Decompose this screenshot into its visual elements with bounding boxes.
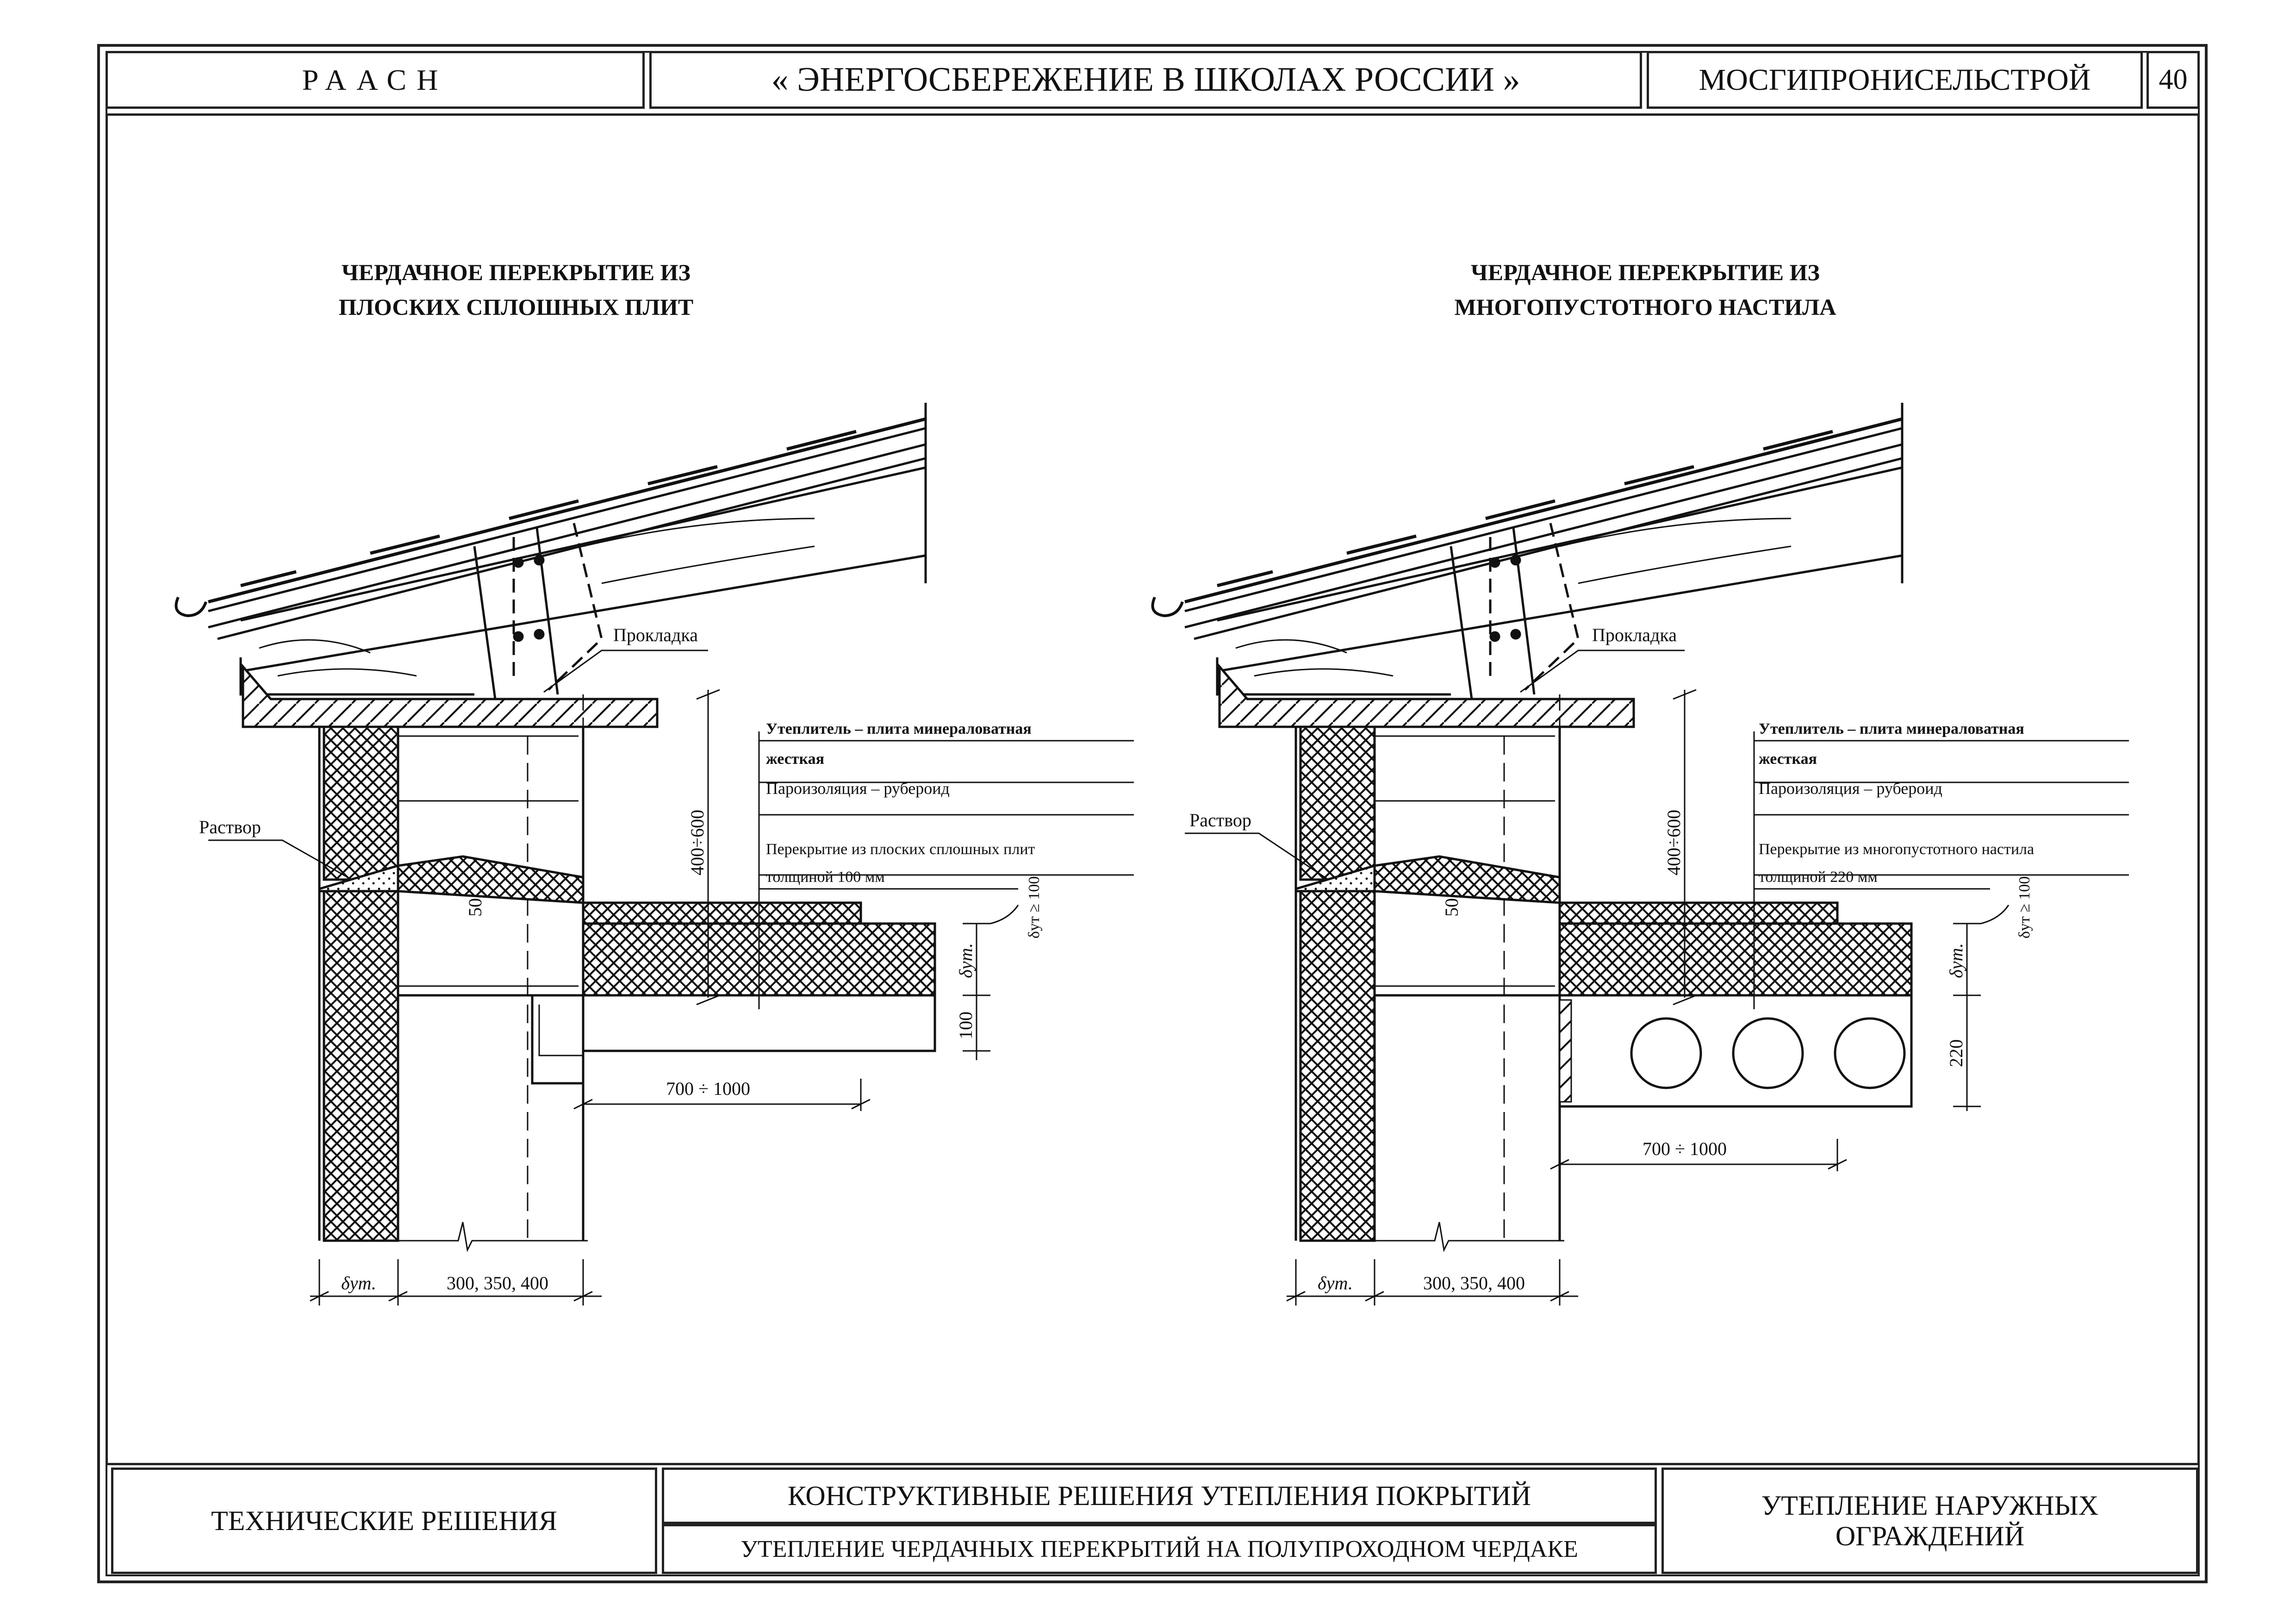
right-rafter: [1217, 403, 1904, 673]
left-floor-slab: [398, 994, 936, 1085]
left-dim-delta: δут.: [955, 943, 976, 978]
right-dim-wall-delta: δут.: [1318, 1273, 1353, 1293]
left-mortar: [318, 864, 399, 893]
left-insulation-label-1: Утеплитель – плита минераловатная: [766, 720, 1032, 737]
right-title-line1: ЧЕРДАЧНОЕ ПЕРЕКРЫТИЕ ИЗ: [1471, 259, 1820, 285]
right-dim-wall: 300, 350, 400: [1423, 1273, 1525, 1293]
left-roof-tiles: [208, 417, 926, 604]
left-gutter: [174, 596, 207, 618]
right-vapor-label: Пароизоляция – рубероид: [1759, 779, 1942, 798]
right-mortar-leader: [1185, 832, 1329, 881]
left-insulation-label-2: жесткая: [766, 750, 824, 768]
drawing-area: [106, 113, 2200, 1465]
right-hollow-core-slab: [1375, 994, 1913, 1108]
left-dim-wall-delta: δут.: [341, 1273, 376, 1293]
header-title: « ЭНЕРГОСБЕРЕЖЕНИЕ В ШКОЛАХ РОССИИ »: [649, 51, 1642, 109]
left-dim-height: 400÷600: [687, 810, 708, 875]
left-dim-50: 50: [465, 898, 485, 917]
left-dim-slab: 100: [955, 1012, 976, 1039]
left-wall-insulation: [323, 887, 399, 1242]
right-dim-height: 400÷600: [1663, 810, 1684, 875]
left-wedge-insulation: [397, 855, 585, 904]
footer-category-line1: УТЕПЛЕНИЕ НАРУЖНЫХ: [1761, 1490, 2099, 1521]
right-slab-void-2: [1732, 1017, 1804, 1089]
right-insulation-label-2: жесткая: [1759, 750, 1817, 768]
footer-subject: УТЕПЛЕНИЕ ЧЕРДАЧНЫХ ПЕРЕКРЫТИЙ НА ПОЛУПР…: [662, 1524, 1657, 1574]
right-eaves-slab: [1218, 663, 1635, 728]
right-wall-insulation-top: [1299, 725, 1376, 881]
outer-frame: [97, 44, 2208, 1583]
header-page-number: 40: [2147, 51, 2200, 109]
left-post-dashed: [512, 523, 603, 691]
right-gutter: [1151, 596, 1184, 618]
left-roof-deck: [208, 427, 926, 640]
right-detail: [1151, 403, 2129, 1305]
right-roof-deck: [1184, 427, 1903, 640]
left-slab-label-2: толщиной 100 мм: [766, 868, 885, 886]
right-slab-label-1: Перекрытие из многопустотного настила: [1759, 841, 2034, 858]
left-gasket-leader: [543, 650, 708, 693]
left-title-line1: ЧЕРДАЧНОЕ ПЕРЕКРЫТИЕ ИЗ: [342, 259, 691, 285]
left-slab-label-1: Перекрытие из плоских сплошных плит: [766, 841, 1035, 858]
right-gasket-label: Прокладка: [1592, 625, 1677, 645]
right-dim-delta-min: δут ≥ 100: [2016, 876, 2033, 939]
right-floor-insulation: [1558, 922, 1913, 997]
right-insulation-label-1: Утеплитель – плита минераловатная: [1759, 720, 2024, 737]
right-wedge-insulation: [1373, 855, 1561, 904]
left-vapor-label: Пароизоляция – рубероид: [766, 779, 950, 798]
header-org: РААСН: [106, 51, 645, 109]
header-company: МОСГИПРОНИСЕЛЬСТРОЙ: [1647, 51, 2143, 109]
right-slab-void-3: [1834, 1017, 1906, 1089]
left-mortar-leader: [208, 839, 352, 881]
left-dim-span: 700 ÷ 1000: [666, 1078, 750, 1099]
right-wall-insulation: [1299, 887, 1376, 1242]
left-mortar-label: Раствор: [199, 817, 261, 837]
footer-chapter: КОНСТРУКТИВНЫЕ РЕШЕНИЯ УТЕПЛЕНИЯ ПОКРЫТИ…: [662, 1468, 1657, 1524]
left-gasket-label: Прокладка: [613, 625, 698, 645]
right-title-line2: МНОГОПУСТОТНОГО НАСТИЛА: [1454, 294, 1836, 320]
left-dim-delta-min: δут ≥ 100: [1026, 876, 1043, 939]
left-title-line2: ПЛОСКИХ СПЛОШНЫХ ПЛИТ: [339, 294, 694, 320]
right-dim-delta: δут.: [1946, 943, 1966, 978]
right-slab-label-2: толщиной 220 мм: [1759, 868, 1878, 886]
left-mauerlat: [239, 657, 474, 696]
left-rafter: [240, 403, 927, 673]
left-dim-wall: 300, 350, 400: [447, 1273, 548, 1293]
left-detail: [174, 403, 1134, 1305]
right-mortar-label: Раствор: [1189, 810, 1251, 831]
footer-category: УТЕПЛЕНИЕ НАРУЖНЫХ ОГРАЖДЕНИЙ: [1661, 1468, 2198, 1574]
right-dim-slab: 220: [1946, 1039, 1966, 1067]
right-mortar: [1294, 864, 1376, 893]
footer-category-line2: ОГРАЖДЕНИЙ: [1835, 1521, 2025, 1551]
right-roof-tiles: [1184, 417, 1903, 604]
right-dim-span: 700 ÷ 1000: [1643, 1138, 1727, 1159]
left-floor-insulation-top: [582, 901, 862, 925]
footer-section: ТЕХНИЧЕСКИЕ РЕШЕНИЯ: [111, 1468, 657, 1574]
left-eaves-slab: [242, 663, 659, 728]
right-slab-void-1: [1630, 1017, 1702, 1089]
left-wall-insulation-top: [323, 725, 399, 881]
right-dim-50: 50: [1441, 898, 1462, 917]
left-wall-outline: [318, 727, 585, 1241]
right-gasket-leader: [1520, 650, 1685, 693]
right-floor-insulation-top: [1558, 901, 1839, 925]
